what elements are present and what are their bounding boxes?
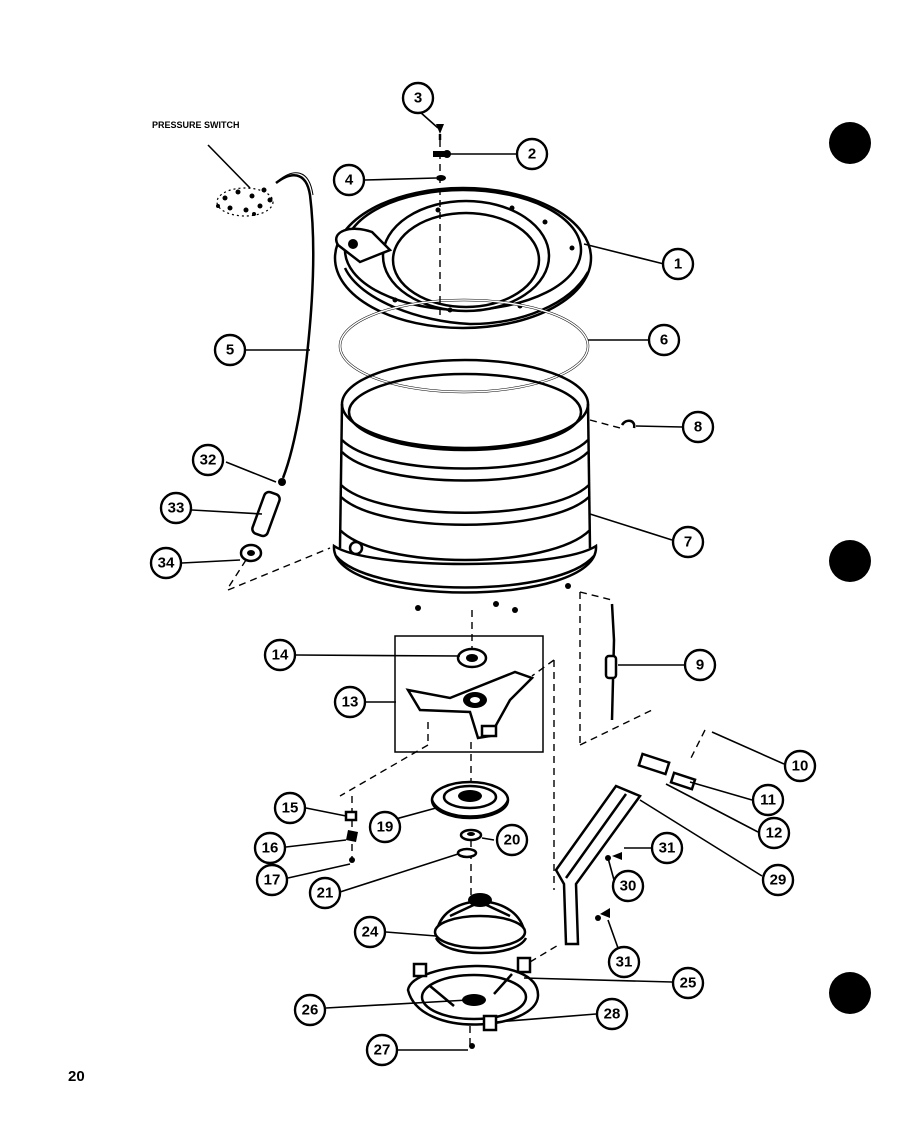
callout-29: 29 xyxy=(761,863,795,897)
tub-bracket xyxy=(604,603,618,721)
callout-9: 9 xyxy=(683,648,717,682)
pressure-hose xyxy=(275,172,315,479)
callout-12: 12 xyxy=(757,816,791,850)
svg-text:32: 32 xyxy=(200,452,217,469)
svg-text:24: 24 xyxy=(362,924,379,941)
callout-31-upper: 31 xyxy=(650,831,684,865)
svg-text:5: 5 xyxy=(226,342,234,359)
svg-text:2: 2 xyxy=(528,146,536,163)
drive-hub xyxy=(433,893,528,955)
callout-28: 28 xyxy=(595,997,629,1031)
callout-30: 30 xyxy=(611,869,645,903)
svg-text:27: 27 xyxy=(374,1042,391,1059)
callout-25: 25 xyxy=(671,966,705,1000)
svg-text:9: 9 xyxy=(696,657,704,674)
pulley-clip-hardware xyxy=(344,810,358,863)
svg-text:30: 30 xyxy=(620,878,637,895)
callout-27: 27 xyxy=(365,1033,399,1067)
callout-1: 1 xyxy=(661,247,695,281)
svg-text:29: 29 xyxy=(770,872,787,889)
tub-gasket xyxy=(338,298,590,394)
svg-text:28: 28 xyxy=(604,1006,621,1023)
pressure-switch: PRESSURE SWITCH xyxy=(152,120,274,217)
page-number: 20 xyxy=(68,1068,85,1085)
svg-text:1: 1 xyxy=(674,256,682,273)
punch-hole-bottom xyxy=(829,972,871,1014)
callout-5: 5 xyxy=(213,333,247,367)
callouts: 1 2 3 4 5 6 7 8 9 10 11 12 13 14 15 16 1… xyxy=(149,81,817,1067)
svg-text:4: 4 xyxy=(345,172,354,189)
svg-text:15: 15 xyxy=(282,800,299,817)
binder-holes xyxy=(829,122,871,1014)
punch-hole-top xyxy=(829,122,871,164)
callout-21: 21 xyxy=(308,876,342,910)
svg-text:10: 10 xyxy=(792,758,809,775)
callout-31-lower: 31 xyxy=(607,945,641,979)
pressure-switch-part xyxy=(216,187,274,217)
callout-11: 11 xyxy=(751,783,785,817)
air-dome-assembly xyxy=(239,478,286,563)
tub-cover xyxy=(333,186,593,330)
pressure-switch-label: PRESSURE SWITCH xyxy=(152,120,240,130)
leader-lines xyxy=(181,111,785,1051)
callout-32: 32 xyxy=(191,443,225,477)
callout-33: 33 xyxy=(159,491,193,525)
callout-26: 26 xyxy=(293,993,327,1027)
svg-text:3: 3 xyxy=(414,90,422,107)
svg-text:20: 20 xyxy=(504,832,521,849)
callout-24: 24 xyxy=(353,915,387,949)
callout-17: 17 xyxy=(255,863,289,897)
callout-14: 14 xyxy=(263,638,297,672)
svg-text:34: 34 xyxy=(158,555,175,572)
callout-3: 3 xyxy=(401,81,435,115)
svg-text:16: 16 xyxy=(262,840,279,857)
callout-8: 8 xyxy=(681,410,715,444)
svg-text:17: 17 xyxy=(264,872,281,889)
callout-10: 10 xyxy=(783,749,817,783)
outer-tub xyxy=(332,358,598,613)
callout-7: 7 xyxy=(671,525,705,559)
callout-13: 13 xyxy=(333,685,367,719)
svg-text:26: 26 xyxy=(302,1002,319,1019)
pulley-assembly xyxy=(430,780,510,859)
svg-text:11: 11 xyxy=(760,792,776,809)
svg-text:14: 14 xyxy=(272,647,289,664)
callout-15: 15 xyxy=(273,791,307,825)
tub-cover-hardware xyxy=(433,124,636,429)
svg-text:7: 7 xyxy=(684,534,692,551)
svg-text:13: 13 xyxy=(342,694,359,711)
svg-text:6: 6 xyxy=(660,332,668,349)
callout-2: 2 xyxy=(515,137,549,171)
assembly-guide-lines xyxy=(227,140,706,1046)
svg-text:19: 19 xyxy=(377,819,394,836)
svg-text:33: 33 xyxy=(168,500,185,517)
spider-assembly xyxy=(394,635,544,753)
callout-4: 4 xyxy=(332,163,366,197)
svg-text:25: 25 xyxy=(680,975,697,992)
callout-16: 16 xyxy=(253,831,287,865)
callout-20: 20 xyxy=(495,823,529,857)
callout-34: 34 xyxy=(149,546,183,580)
svg-text:8: 8 xyxy=(694,419,702,436)
callout-19: 19 xyxy=(368,810,402,844)
punch-hole-middle xyxy=(829,540,871,582)
callout-6: 6 xyxy=(647,323,681,357)
svg-text:31: 31 xyxy=(616,954,633,971)
svg-text:12: 12 xyxy=(766,825,783,842)
tub-base xyxy=(406,956,540,1049)
svg-text:31: 31 xyxy=(659,840,676,857)
svg-text:21: 21 xyxy=(317,885,334,902)
